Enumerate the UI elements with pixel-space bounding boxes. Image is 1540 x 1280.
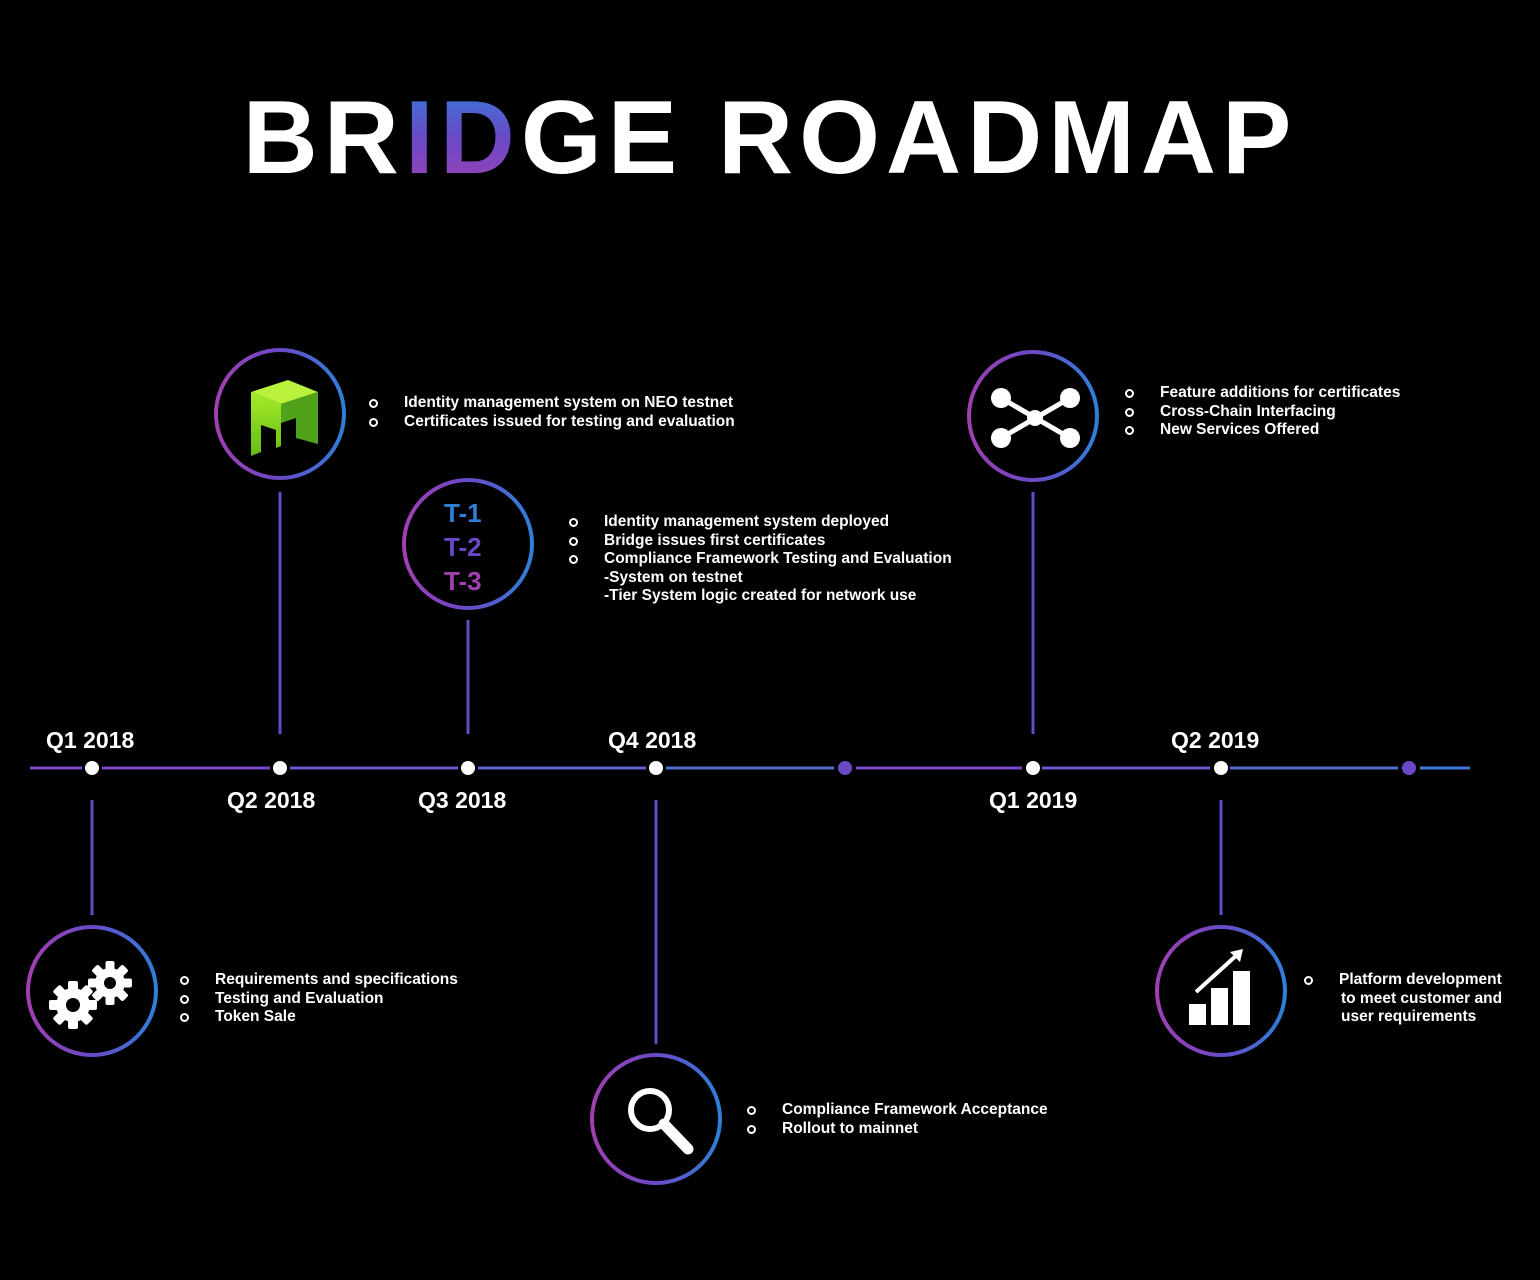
future-dot-2 (1402, 761, 1416, 775)
ring-q1-2018 (26, 925, 158, 1057)
list-item: Compliance Framework Testing and Evaluat… (569, 550, 952, 568)
bullets-q4-2018: Compliance Framework Acceptance Rollout … (747, 1101, 1048, 1139)
list-item: Bridge issues first certificates (569, 532, 952, 551)
title-part-2-highlight: ID (404, 80, 521, 196)
bullets-q2-2019: Platform development to meet customer an… (1303, 971, 1503, 1027)
title-part-1: BR (242, 80, 405, 196)
list-item: Feature additions for certificates (1124, 384, 1401, 401)
sub-list-item: -Tier System logic created for network u… (604, 587, 917, 605)
tier-label-2: T-2 (444, 532, 482, 562)
list-item: Identity management system on NEO testne… (369, 394, 734, 411)
network-nodes-icon (991, 388, 1080, 448)
neo-logo-icon (251, 380, 318, 456)
tier-label-3: T-3 (444, 566, 482, 596)
ring-q1-2019 (967, 350, 1099, 482)
milestone-dot-q2-2019 (1214, 761, 1228, 775)
milestone-dot-q3-2018 (461, 761, 475, 775)
timeline-connectors (90, 492, 1223, 1044)
list-item: New Services Offered (1124, 421, 1400, 440)
ring-q4-2018 (590, 1053, 722, 1185)
ring-q2-2019 (1155, 925, 1287, 1057)
future-dot-1 (838, 761, 852, 775)
milestone-dot-q1-2018 (85, 761, 99, 775)
list-item: Requirements and specifications (180, 971, 458, 988)
bullets-q3-2018: Identity management system deployed Brid… (569, 513, 952, 606)
milestone-dot-q4-2018 (649, 761, 663, 775)
bullets-q2-2018: Identity management system on NEO testne… (369, 394, 735, 431)
list-item: Token Sale (180, 1008, 458, 1027)
list-item-continued: to meet customer and (1341, 989, 1503, 1007)
bullets-q1-2019: Feature additions for certificates Cross… (1124, 384, 1401, 440)
tiers-icon: T-1 T-2 T-3 (444, 498, 482, 596)
ring-q2-2018 (214, 348, 346, 480)
quarter-label-q2-2018: Q2 2018 (227, 787, 316, 813)
page-title: BRIDGE ROADMAP (0, 78, 1540, 198)
sub-list-item: -System on testnet (604, 568, 743, 586)
gears-icon (49, 961, 132, 1029)
quarter-label-q4-2018: Q4 2018 (608, 727, 697, 753)
magnifier-icon (628, 1088, 694, 1155)
quarter-label-q3-2018: Q3 2018 (418, 787, 507, 813)
list-item: Identity management system deployed (569, 513, 952, 532)
list-item: Rollout to mainnet (747, 1120, 1048, 1139)
quarter-label-q1-2019: Q1 2019 (989, 787, 1078, 813)
milestone-dot-q1-2019 (1026, 761, 1040, 775)
list-item: Cross-Chain Interfacing (1124, 403, 1400, 422)
bullets-q1-2018: Requirements and specifications Testing … (180, 971, 458, 1027)
list-item: Platform development (1303, 971, 1502, 988)
list-item: Testing and Evaluation (180, 990, 458, 1009)
quarter-label-q1-2018: Q1 2018 (46, 727, 135, 753)
quarter-label-q2-2019: Q2 2019 (1171, 727, 1260, 753)
title-part-3: GE ROADMAP (520, 80, 1298, 196)
list-item: Certificates issued for testing and eval… (369, 412, 735, 430)
milestone-dot-q2-2018 (273, 761, 287, 775)
ring-q3-2018 (402, 478, 534, 610)
growth-chart-icon (1189, 949, 1250, 1025)
list-item: Compliance Framework Acceptance (747, 1101, 1048, 1118)
list-item-continued: user requirements (1341, 1008, 1477, 1026)
tier-label-1: T-1 (444, 498, 482, 528)
